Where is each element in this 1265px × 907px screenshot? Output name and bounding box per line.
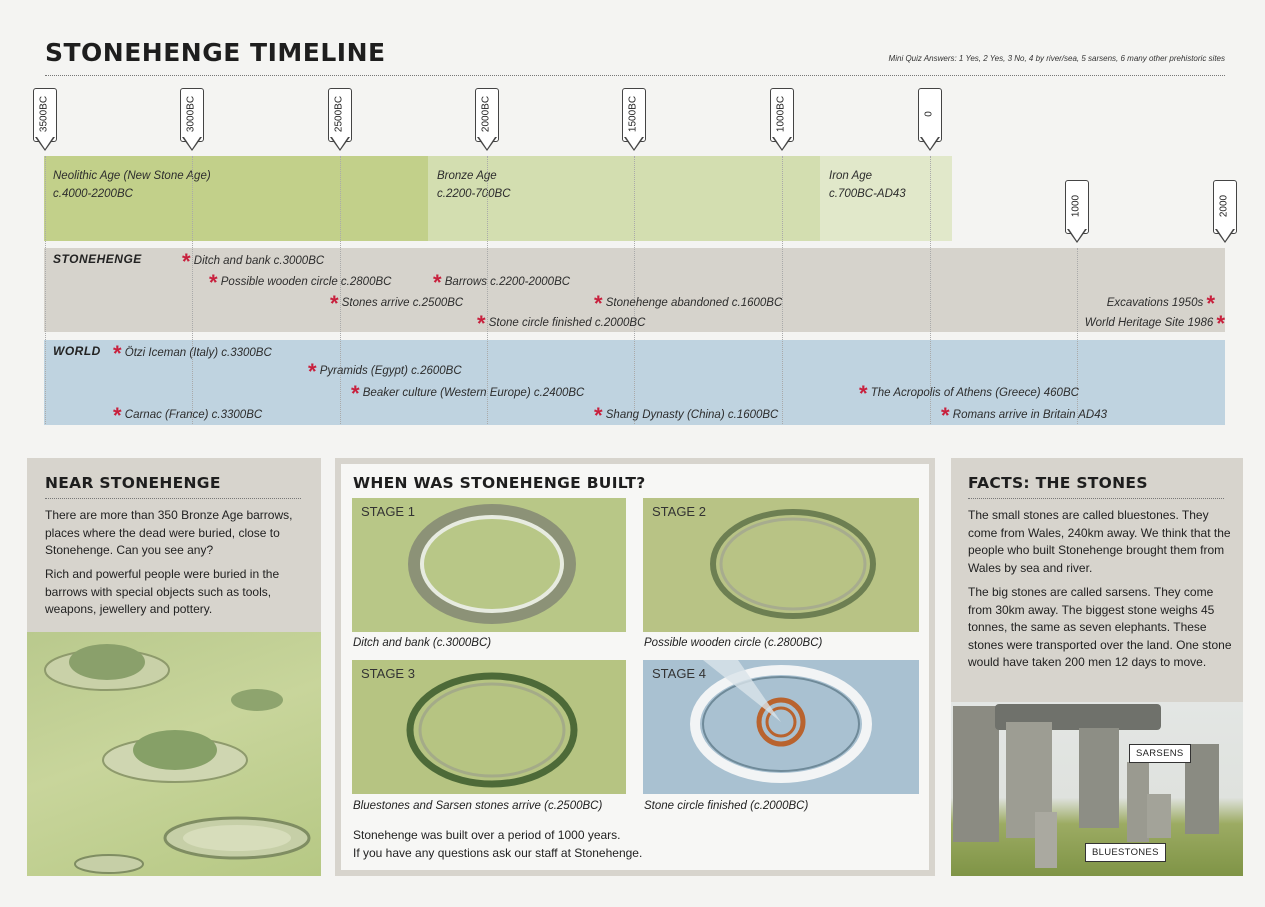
neolithic-age-name: Neolithic Age (New Stone Age) xyxy=(53,170,211,182)
near-stonehenge-panel: NEAR STONEHENGE There are more than 350 … xyxy=(27,458,321,876)
world-band-label: WORLD xyxy=(53,344,101,358)
barrows-illustration xyxy=(27,632,321,876)
marker-3000bc: 3000BC xyxy=(180,88,204,160)
event-world-heritage: World Heritage Site 1986 * xyxy=(1084,311,1225,336)
asterisk-icon: * xyxy=(113,341,122,366)
stage-3-image: STAGE 3 xyxy=(352,660,626,794)
asterisk-icon: * xyxy=(209,270,218,295)
stage-4-caption: Stone circle finished (c.2000BC) xyxy=(644,800,809,812)
stonehenge-built-panel: WHEN WAS STONEHENGE BUILT? STAGE 1 Ditch… xyxy=(335,458,935,876)
asterisk-icon: * xyxy=(113,403,122,428)
marker-1000: 1000 xyxy=(1065,180,1089,252)
stage-4-image: STAGE 4 xyxy=(643,660,919,794)
iron-age-range: c.700BC-AD43 xyxy=(829,188,906,200)
stonehenge-built-heading: WHEN WAS STONEHENGE BUILT? xyxy=(353,474,646,492)
built-footer-2: If you have any questions ask our staff … xyxy=(353,846,643,860)
guide-line-3000bc xyxy=(192,156,193,424)
event-pyramids: * Pyramids (Egypt) c.2600BC xyxy=(308,359,462,384)
neolithic-age-range: c.4000-2200BC xyxy=(53,188,133,200)
near-paragraph-2: Rich and powerful people were buried in … xyxy=(45,567,280,616)
near-paragraph-1: There are more than 350 Bronze Age barro… xyxy=(45,508,293,557)
marker-2000bc: 2000BC xyxy=(475,88,499,160)
mini-quiz-answers: Mini Quiz Answers: 1 Yes, 2 Yes, 3 No, 4… xyxy=(888,54,1225,63)
stage-4-label: STAGE 4 xyxy=(652,666,706,681)
neolithic-age-block: Neolithic Age (New Stone Age) c.4000-2200… xyxy=(44,156,428,241)
stage-2-image: STAGE 2 xyxy=(643,498,919,632)
sarsens-tag: SARSENS xyxy=(1129,744,1191,763)
bronze-age-name: Bronze Age xyxy=(437,170,497,182)
facts-panel: FACTS: THE STONES The small stones are c… xyxy=(951,458,1243,876)
bronze-age-range: c.2200-700BC xyxy=(437,188,511,200)
guide-line-1000bc xyxy=(782,156,783,424)
stage-1-image: STAGE 1 xyxy=(352,498,626,632)
event-shang-dynasty: * Shang Dynasty (China) c.1600BC xyxy=(594,403,779,428)
stage-1-label: STAGE 1 xyxy=(361,504,415,519)
guide-line-1500bc xyxy=(634,156,635,424)
facts-heading: FACTS: THE STONES xyxy=(968,474,1148,492)
bronze-age-block: Bronze Age c.2200-700BC xyxy=(428,156,820,241)
iron-age-block: Iron Age c.700BC-AD43 xyxy=(820,156,952,241)
guide-line-2000bc xyxy=(487,156,488,424)
page-title: STONEHENGE TIMELINE xyxy=(45,38,386,67)
event-stone-circle-finished: * Stone circle finished c.2000BC xyxy=(477,311,646,336)
asterisk-icon: * xyxy=(1216,311,1225,336)
marker-2500bc: 2500BC xyxy=(328,88,352,160)
stones-photo-svg xyxy=(953,704,1219,868)
event-barrows: * Barrows c.2200-2000BC xyxy=(433,270,571,295)
asterisk-icon: * xyxy=(1206,291,1215,316)
event-excavations: Excavations 1950s * xyxy=(1106,291,1215,316)
barrows-illustration-svg xyxy=(44,644,311,874)
guide-line-1000 xyxy=(1077,248,1078,424)
asterisk-icon: * xyxy=(182,249,191,274)
asterisk-icon: * xyxy=(594,403,603,428)
event-carnac: * Carnac (France) c.3300BC xyxy=(113,403,263,428)
marker-3500bc: 3500BC xyxy=(33,88,57,160)
asterisk-icon: * xyxy=(594,291,603,316)
event-stones-arrive: * Stones arrive c.2500BC xyxy=(330,291,464,316)
title-divider xyxy=(45,75,1225,76)
event-stonehenge-abandoned: * Stonehenge abandoned c.1600BC xyxy=(594,291,783,316)
marker-1500bc: 1500BC xyxy=(622,88,646,160)
asterisk-icon: * xyxy=(477,311,486,336)
event-otzi: * Ötzi Iceman (Italy) c.3300BC xyxy=(113,341,272,366)
marker-1000bc: 1000BC xyxy=(770,88,794,160)
stage-2-caption: Possible wooden circle (c.2800BC) xyxy=(644,637,823,649)
stage-2-label: STAGE 2 xyxy=(652,504,706,519)
asterisk-icon: * xyxy=(351,381,360,406)
near-stonehenge-heading: NEAR STONEHENGE xyxy=(45,474,221,492)
stage-3-caption: Bluestones and Sarsen stones arrive (c.2… xyxy=(353,800,603,812)
event-romans-arrive: * Romans arrive in Britain AD43 xyxy=(941,403,1108,428)
iron-age-name: Iron Age xyxy=(829,170,873,182)
stage-3-label: STAGE 3 xyxy=(361,666,415,681)
stonehenge-band-label: STONEHENGE xyxy=(53,252,142,266)
facts-paragraph-1: The small stones are called bluestones. … xyxy=(968,508,1231,575)
marker-0: 0 xyxy=(918,88,942,160)
guide-line-3500bc xyxy=(45,156,46,424)
event-wooden-circle: * Possible wooden circle c.2800BC xyxy=(209,270,392,295)
stage-3-svg xyxy=(406,672,578,788)
built-footer-1: Stonehenge was built over a period of 10… xyxy=(353,828,621,842)
event-ditch-and-bank: * Ditch and bank c.3000BC xyxy=(182,249,325,274)
guide-line-2500bc xyxy=(340,156,341,424)
heading-divider xyxy=(45,498,301,499)
asterisk-icon: * xyxy=(330,291,339,316)
stage-4-svg xyxy=(690,660,872,783)
stage-1-svg xyxy=(408,504,576,624)
stones-photo: SARSENS BLUESTONES xyxy=(951,702,1243,876)
asterisk-icon: * xyxy=(433,270,442,295)
event-beaker-culture: * Beaker culture (Western Europe) c.2400… xyxy=(351,381,585,406)
event-acropolis: * The Acropolis of Athens (Greece) 460BC xyxy=(859,381,1079,406)
stage-2-svg xyxy=(710,509,876,619)
bluestones-tag: BLUESTONES xyxy=(1085,843,1166,862)
asterisk-icon: * xyxy=(859,381,868,406)
asterisk-icon: * xyxy=(941,403,950,428)
guide-line-0 xyxy=(930,156,931,424)
marker-2000: 2000 xyxy=(1213,180,1237,252)
facts-paragraph-2: The big stones are called sarsens. They … xyxy=(968,585,1232,669)
asterisk-icon: * xyxy=(308,359,317,384)
stage-1-caption: Ditch and bank (c.3000BC) xyxy=(353,637,492,649)
heading-divider xyxy=(968,498,1224,499)
